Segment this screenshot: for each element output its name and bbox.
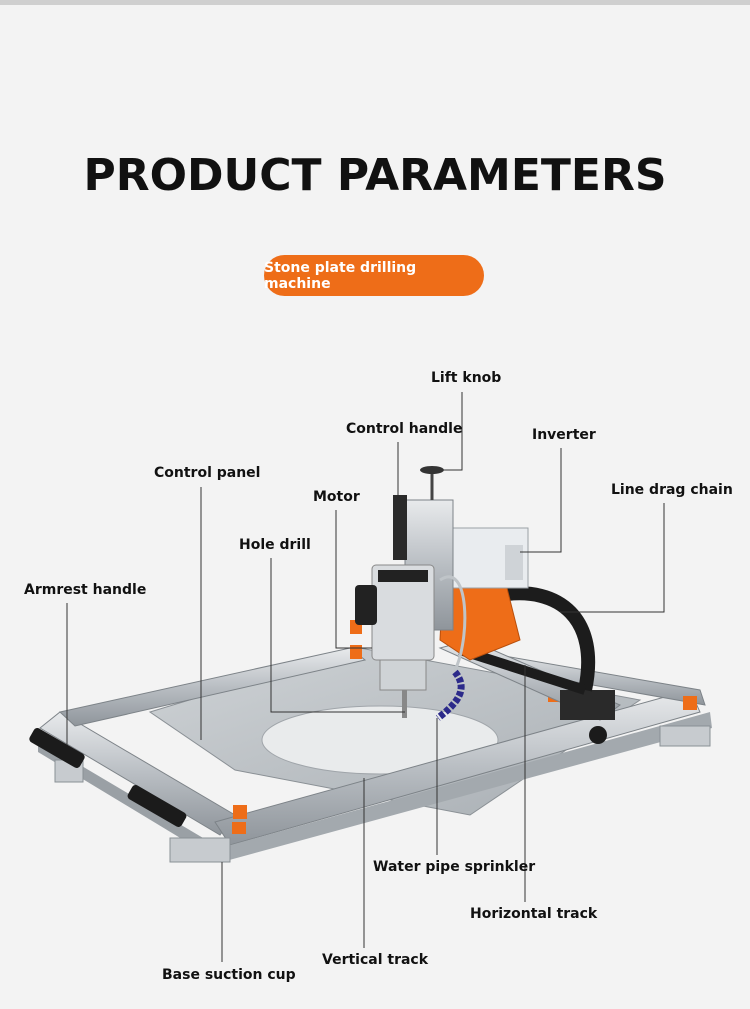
leader-line-drag-chain bbox=[560, 503, 665, 613]
leader-lift-knob bbox=[444, 392, 463, 471]
label-base-suction-cup: Base suction cup bbox=[162, 967, 296, 983]
foot-front bbox=[169, 837, 231, 863]
front-rail bbox=[214, 689, 701, 846]
label-line-drag-chain: Line drag chain bbox=[611, 482, 733, 498]
label-lift-knob: Lift knob bbox=[431, 370, 502, 386]
water-hose bbox=[435, 669, 465, 721]
control-handle bbox=[393, 495, 407, 560]
back-rail bbox=[58, 647, 367, 727]
lift-knob bbox=[420, 466, 444, 474]
foot-right bbox=[659, 725, 711, 747]
armrest-handle-right bbox=[127, 785, 187, 827]
label-inverter: Inverter bbox=[532, 427, 596, 443]
label-control-handle: Control handle bbox=[346, 421, 463, 437]
label-control-panel: Control panel bbox=[154, 465, 261, 481]
gantry-end-block bbox=[560, 690, 615, 720]
page-title: PRODUCT PARAMETERS bbox=[83, 150, 667, 201]
label-vertical-track: Vertical track bbox=[322, 952, 429, 968]
label-motor: Motor bbox=[313, 489, 360, 505]
top-divider-bar bbox=[0, 0, 750, 5]
label-water-pipe-sprinkler: Water pipe sprinkler bbox=[373, 859, 536, 875]
front-rail-face bbox=[220, 712, 712, 862]
leader-motor bbox=[335, 510, 372, 649]
drilled-hole bbox=[261, 705, 499, 775]
product-name-badge: Stone plate drilling machine bbox=[264, 255, 484, 296]
label-armrest-handle: Armrest handle bbox=[24, 582, 147, 598]
armrest-handle-left bbox=[29, 728, 85, 768]
leader-hole-drill bbox=[270, 558, 405, 713]
leader-inverter bbox=[520, 448, 562, 553]
label-horizontal-track: Horizontal track bbox=[470, 906, 598, 922]
label-hole-drill: Hole drill bbox=[239, 537, 311, 553]
drill-bit bbox=[402, 690, 407, 718]
